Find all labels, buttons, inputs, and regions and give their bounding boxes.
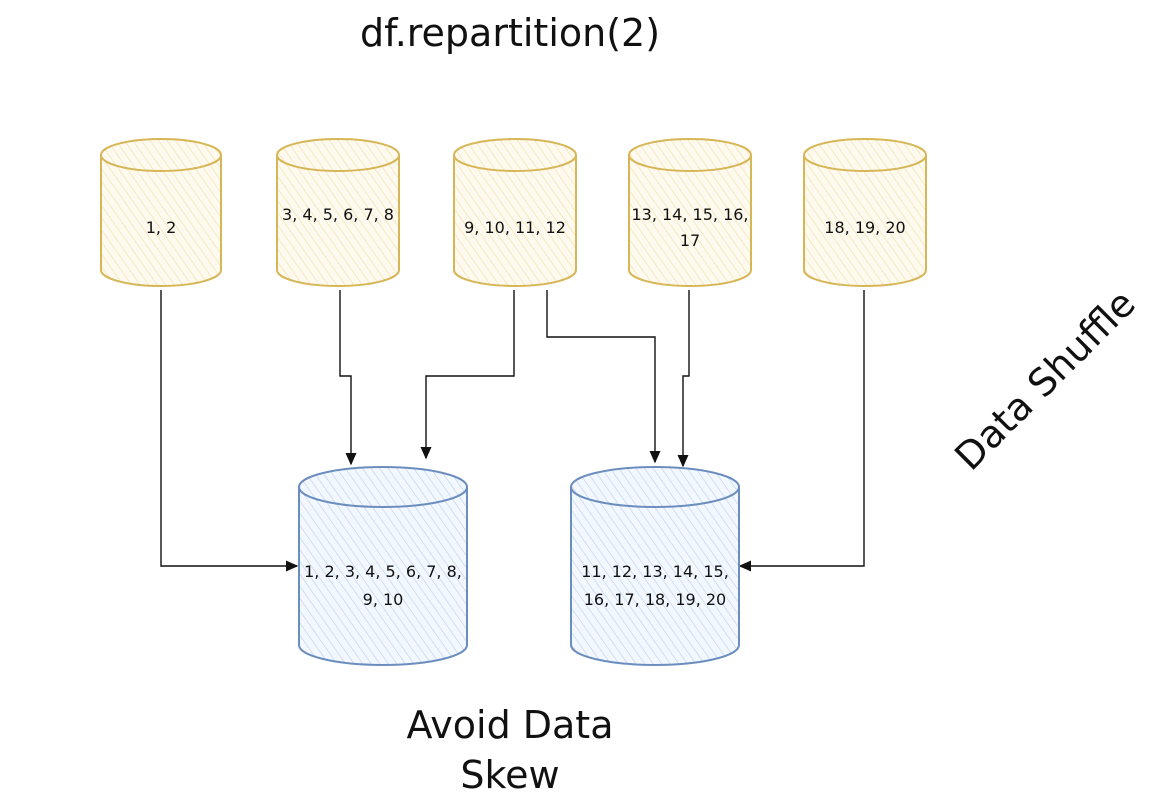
edge-p4-to-t2 bbox=[677, 290, 690, 468]
caption: Avoid Data Skew bbox=[406, 703, 614, 797]
source-cylinder-4 bbox=[628, 138, 752, 287]
target-cylinder-1 bbox=[298, 466, 468, 666]
edge-p2-to-t1 bbox=[339, 290, 357, 466]
source-partition-label-1: 1, 2 bbox=[145, 218, 177, 237]
target-cylinder-2 bbox=[570, 466, 740, 666]
source-partitions bbox=[100, 138, 927, 287]
source-cylinder-2 bbox=[276, 138, 400, 287]
source-partition-label-3: 9, 10, 11, 12 bbox=[464, 218, 566, 237]
target-partitions bbox=[298, 466, 740, 666]
target-partition-label-1: 1, 2, 3, 4, 5, 6, 7, 8, 9, 10 bbox=[304, 562, 462, 609]
edges bbox=[160, 290, 865, 572]
edge-p3-to-t1 bbox=[420, 290, 515, 460]
source-partition-label-2: 3, 4, 5, 6, 7, 8 bbox=[282, 205, 394, 224]
diagram-title: df.repartition(2) bbox=[359, 11, 661, 55]
source-cylinder-1 bbox=[100, 138, 222, 287]
source-cylinder-3 bbox=[453, 138, 577, 287]
target-partition-label-2: 11, 12, 13, 14, 15, 16, 17, 18, 19, 20 bbox=[581, 562, 729, 609]
source-partition-label-5: 18, 19, 20 bbox=[824, 218, 906, 237]
edge-p3-to-t2 bbox=[546, 290, 661, 464]
source-partition-label-4: 13, 14, 15, 16, 17 bbox=[631, 205, 749, 250]
source-cylinder-5 bbox=[803, 138, 927, 287]
edge-p5-to-t2 bbox=[738, 290, 865, 572]
edge-p1-to-t1 bbox=[160, 290, 299, 572]
